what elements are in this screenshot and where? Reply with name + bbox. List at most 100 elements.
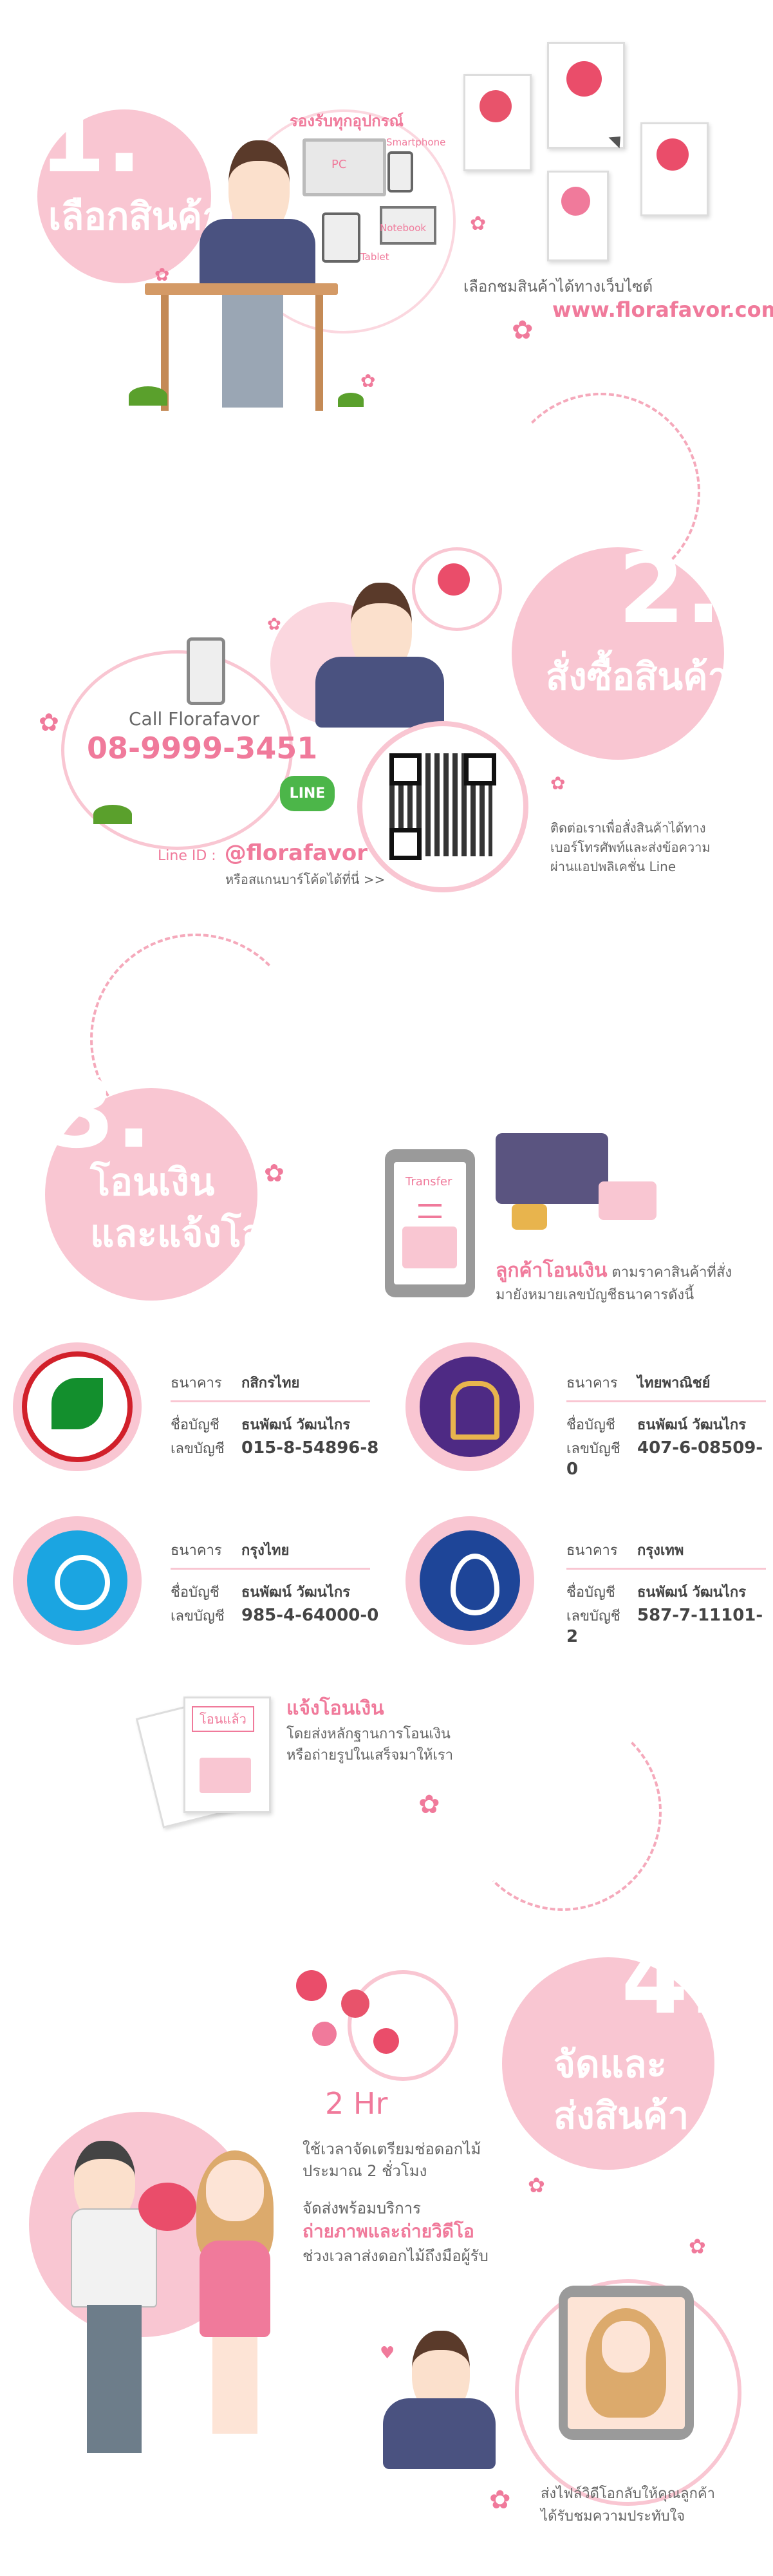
bank1-account-row: ชื่อบัญชี ธนพัฒน์ วัฒนไกร bbox=[171, 1413, 350, 1436]
video-woman-face-icon bbox=[602, 2321, 650, 2373]
step1-number: 1. bbox=[39, 82, 143, 194]
scb-logo bbox=[405, 1342, 534, 1471]
man-watching-body-icon bbox=[383, 2398, 496, 2469]
petal-icon: ✿ bbox=[689, 2234, 706, 2259]
bank4-number-row: เลขบัญชี587-7-11101-2 bbox=[566, 1604, 773, 1646]
bank1-number-label: เลขบัญชี bbox=[171, 1441, 225, 1457]
bank2-account-row: ชื่อบัญชี ธนพัฒน์ วัฒนไกร bbox=[566, 1413, 746, 1436]
qr-finder-tr bbox=[464, 753, 496, 785]
bank2-account-name: ธนพัฒน์ วัฒนไกร bbox=[637, 1417, 747, 1433]
bank1-name-row: ธนาคารกสิกรไทย bbox=[171, 1371, 299, 1394]
bank4-bank: กรุงเทพ bbox=[637, 1543, 684, 1559]
man-phone-body-icon bbox=[315, 657, 444, 728]
desk-icon bbox=[145, 283, 338, 295]
bank3-account-label: ชื่อบัญชี bbox=[171, 1584, 219, 1601]
desk-leg-left bbox=[161, 295, 169, 411]
ship-line1: จัดส่งพร้อมบริการ bbox=[303, 2199, 421, 2217]
line-badge-label: LINE bbox=[289, 785, 326, 802]
bank2-number-row: เลขบัญชี407-6-08509-0 bbox=[566, 1437, 773, 1479]
credit-card-icon bbox=[599, 1181, 657, 1220]
bank3-number-label: เลขบัญชี bbox=[171, 1608, 225, 1624]
ktb-logo bbox=[13, 1516, 142, 1645]
bouquet-flowers-2 bbox=[566, 61, 602, 97]
bank2-account-number[interactable]: 407-6-08509-0 bbox=[566, 1438, 763, 1479]
bank4-divider bbox=[566, 1568, 766, 1570]
bouquet-card-2 bbox=[547, 42, 625, 149]
hours-label: 2 Hr bbox=[325, 2086, 388, 2121]
step1-title: เลือกสินค้า bbox=[48, 194, 223, 238]
slip-bill-icon bbox=[200, 1758, 251, 1793]
bbl-logo bbox=[405, 1516, 534, 1645]
bbl-lotus-icon bbox=[451, 1554, 499, 1615]
petal-icon: ✿ bbox=[154, 264, 170, 285]
woman-face-icon bbox=[206, 2160, 264, 2221]
bank1-account-name: ธนพัฒน์ วัฒนไกร bbox=[241, 1417, 351, 1433]
call-label: Call Florafavor bbox=[129, 708, 260, 729]
qr-caption: หรือสแกนบาร์โค้ดได้ที่นี่ >> bbox=[225, 872, 386, 887]
bank3-divider bbox=[171, 1568, 370, 1570]
scb-emblem-icon bbox=[451, 1381, 499, 1440]
bank3-account-number[interactable]: 985-4-64000-0 bbox=[241, 1606, 379, 1625]
customer-pays-line2: มายังหมายเลขบัญชีธนาคารดังนี้ bbox=[496, 1287, 694, 1303]
step4-title-1: จัดและ bbox=[554, 2042, 667, 2086]
bank4-account-name: ธนพัฒน์ วัฒนไกร bbox=[637, 1584, 747, 1601]
petal-icon: ✿ bbox=[550, 773, 566, 794]
clock-ring bbox=[348, 1970, 458, 2081]
step2-number: 2. bbox=[618, 533, 722, 645]
bank4-account-number[interactable]: 587-7-11101-2 bbox=[566, 1606, 763, 1646]
prep-line2: ประมาณ 2 ชั่วโมง bbox=[303, 2162, 427, 2180]
wallet-icon bbox=[496, 1133, 608, 1204]
notify-line2: หรือถ่ายรูปในเสร็จมาให้เรา bbox=[286, 1747, 454, 1763]
bouquet-card-4 bbox=[547, 171, 609, 261]
website-link[interactable]: www.florafavor.com bbox=[552, 297, 773, 322]
plant-icon bbox=[129, 386, 167, 406]
bouquet-handover-icon bbox=[138, 2183, 196, 2231]
devices-heading: รองรับทุกอุปกรณ์ bbox=[290, 112, 404, 130]
bank3-account-name: ธนพัฒน์ วัฒนไกร bbox=[241, 1584, 351, 1601]
device-notebook-label: Notebook bbox=[380, 222, 427, 234]
bouquet-flowers-1 bbox=[480, 90, 512, 122]
step3-circle bbox=[45, 1088, 257, 1301]
bank2-bank-label: ธนาคาร bbox=[566, 1375, 618, 1391]
step2-desc-2: เบอร์โทรศัพท์และส่งข้อความ bbox=[550, 840, 711, 855]
step4-circle bbox=[502, 1957, 714, 2170]
phone-number[interactable]: 08-9999-3451 bbox=[87, 731, 318, 766]
final-line1: ส่งไฟล์วิดีโอกลับให้คุณลูกค้า bbox=[541, 2486, 715, 2502]
petal-icon: ✿ bbox=[470, 212, 487, 235]
bank4-account-row: ชื่อบัญชีธนพัฒน์ วัฒนไกร bbox=[566, 1581, 746, 1603]
qr-finder-bl bbox=[389, 828, 422, 860]
bank1-account-label: ชื่อบัญชี bbox=[171, 1417, 219, 1433]
step2-desc-3: ผ่านแอปพลิเคชั่น Line bbox=[550, 859, 676, 874]
qr-finder-tl bbox=[389, 753, 422, 785]
bouquet-flowers-3 bbox=[657, 138, 689, 171]
line-badge[interactable]: LINE bbox=[280, 776, 335, 811]
step3-title-2: และแจ้งโอนเงิน bbox=[90, 1212, 346, 1255]
petal-icon: ✿ bbox=[489, 2485, 511, 2515]
line-id-value[interactable]: @florafavor bbox=[224, 840, 368, 866]
bank1-account-number[interactable]: 015-8-54896-8 bbox=[241, 1438, 379, 1458]
bank3-bank-label: ธนาคาร bbox=[171, 1543, 222, 1559]
bank2-bank: ไทยพาณิชย์ bbox=[637, 1375, 711, 1391]
bouquet-card-1 bbox=[463, 74, 532, 171]
petal-icon: ✿ bbox=[512, 315, 534, 345]
woman-dress-icon bbox=[200, 2241, 270, 2337]
step3-number: 3. bbox=[48, 1058, 153, 1170]
step1-caption: เลือกชมสินค้าได้ทางเว็บไซต์ bbox=[463, 277, 653, 296]
bank4-number-label: เลขบัญชี bbox=[566, 1608, 620, 1624]
slip-label-badge: โอนแล้ว bbox=[192, 1706, 254, 1732]
baht-bill-icon bbox=[402, 1227, 457, 1268]
plant-icon-2 bbox=[338, 393, 364, 407]
device-tablet-label: Tablet bbox=[360, 251, 389, 263]
bank4-name-row: ธนาคาร กรุงเทพ bbox=[566, 1539, 684, 1561]
bank2-account-label: ชื่อบัญชี bbox=[566, 1417, 615, 1433]
bank2-divider bbox=[566, 1400, 766, 1402]
customer-pays-highlight: ลูกค้าโอนเงิน bbox=[496, 1259, 608, 1282]
kbank-logo bbox=[13, 1342, 142, 1471]
man-body-icon bbox=[200, 219, 315, 290]
petal-icon: ✿ bbox=[360, 370, 376, 391]
bank4-bank-label: ธนาคาร bbox=[566, 1543, 618, 1559]
transfer-arrows-icon bbox=[418, 1204, 442, 1218]
line-id-row: Line ID : @florafavor bbox=[158, 840, 368, 866]
petal-icon: ✿ bbox=[267, 615, 281, 634]
notify-line1: โดยส่งหลักฐานการโอนเงิน bbox=[286, 1726, 451, 1742]
